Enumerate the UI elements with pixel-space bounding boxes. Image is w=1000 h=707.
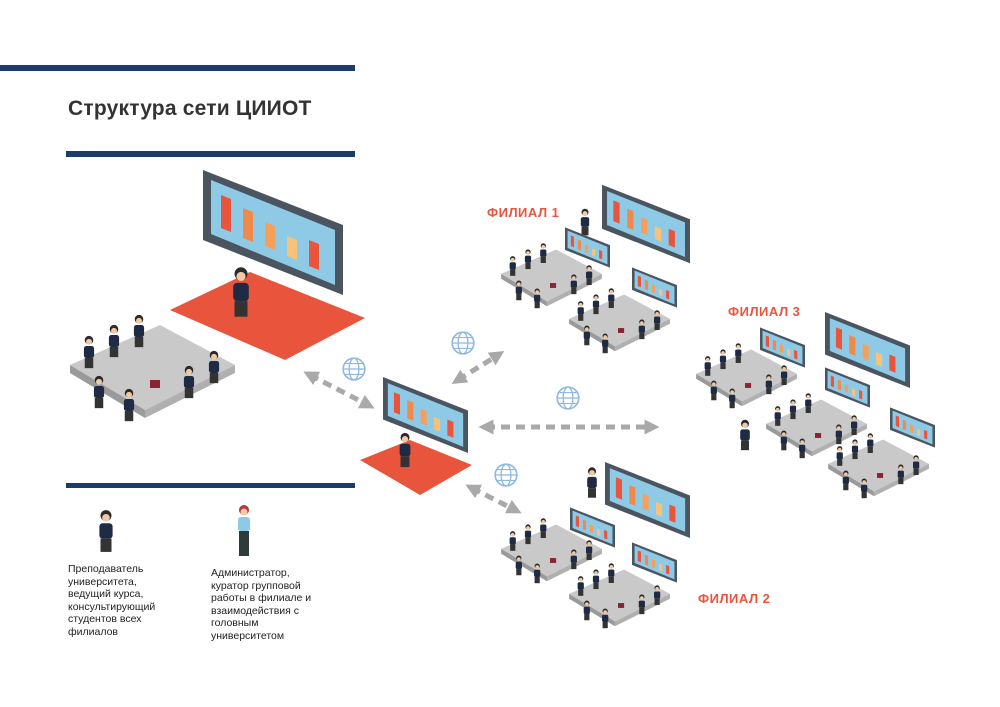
admin-figure-icon <box>587 467 597 498</box>
teacher-figure-icon <box>99 510 113 552</box>
double-arrow-icon <box>465 484 522 514</box>
branch-2-cluster <box>501 462 690 628</box>
legend-teacher-text: Преподаватель университета, ведущий курс… <box>68 563 156 638</box>
page-title: Структура сети ЦИИОТ <box>68 97 312 120</box>
globe-icon <box>342 357 366 381</box>
central-broadcast-hub <box>360 377 472 495</box>
branch-1-label: ФИЛИАЛ 1 <box>487 205 560 220</box>
branch-3-screen-icon <box>890 407 935 448</box>
double-arrow-icon <box>451 351 505 384</box>
globe-icon <box>556 386 580 410</box>
admin-figure-icon <box>740 419 750 451</box>
branch-2-label: ФИЛИАЛ 2 <box>698 591 771 606</box>
admin-figure-icon <box>580 208 590 236</box>
branch-2-screen-icon <box>605 462 690 538</box>
branch-2-screen-icon <box>632 542 677 583</box>
hub-teacher-icon <box>399 432 411 468</box>
branch-3-table <box>766 393 867 458</box>
branch-3-label: ФИЛИАЛ 3 <box>728 304 801 319</box>
branch-3-table <box>828 433 929 498</box>
branch-1-screen-icon <box>632 267 677 308</box>
branch-3-screen-icon <box>825 367 870 408</box>
globe-icon <box>451 331 475 355</box>
double-arrow-icon <box>303 371 375 409</box>
teacher-figure-icon <box>233 267 249 317</box>
hub-stage-floor <box>360 440 472 495</box>
presentation-screen-icon <box>203 170 343 295</box>
hub-screen-icon <box>383 377 468 453</box>
legend-divider <box>66 483 355 488</box>
globe-icon <box>494 463 518 487</box>
legend-admin-text: Администратор, куратор групповой работы … <box>211 567 312 642</box>
admin-figure-icon <box>238 505 250 556</box>
main-university-classroom <box>70 170 365 421</box>
title-underline <box>66 151 355 157</box>
branch-1-screen-icon <box>602 184 690 264</box>
branch-3-cluster <box>696 312 935 498</box>
top-divider <box>0 65 355 71</box>
stage-floor <box>170 272 365 360</box>
main-meeting-table <box>70 315 235 421</box>
